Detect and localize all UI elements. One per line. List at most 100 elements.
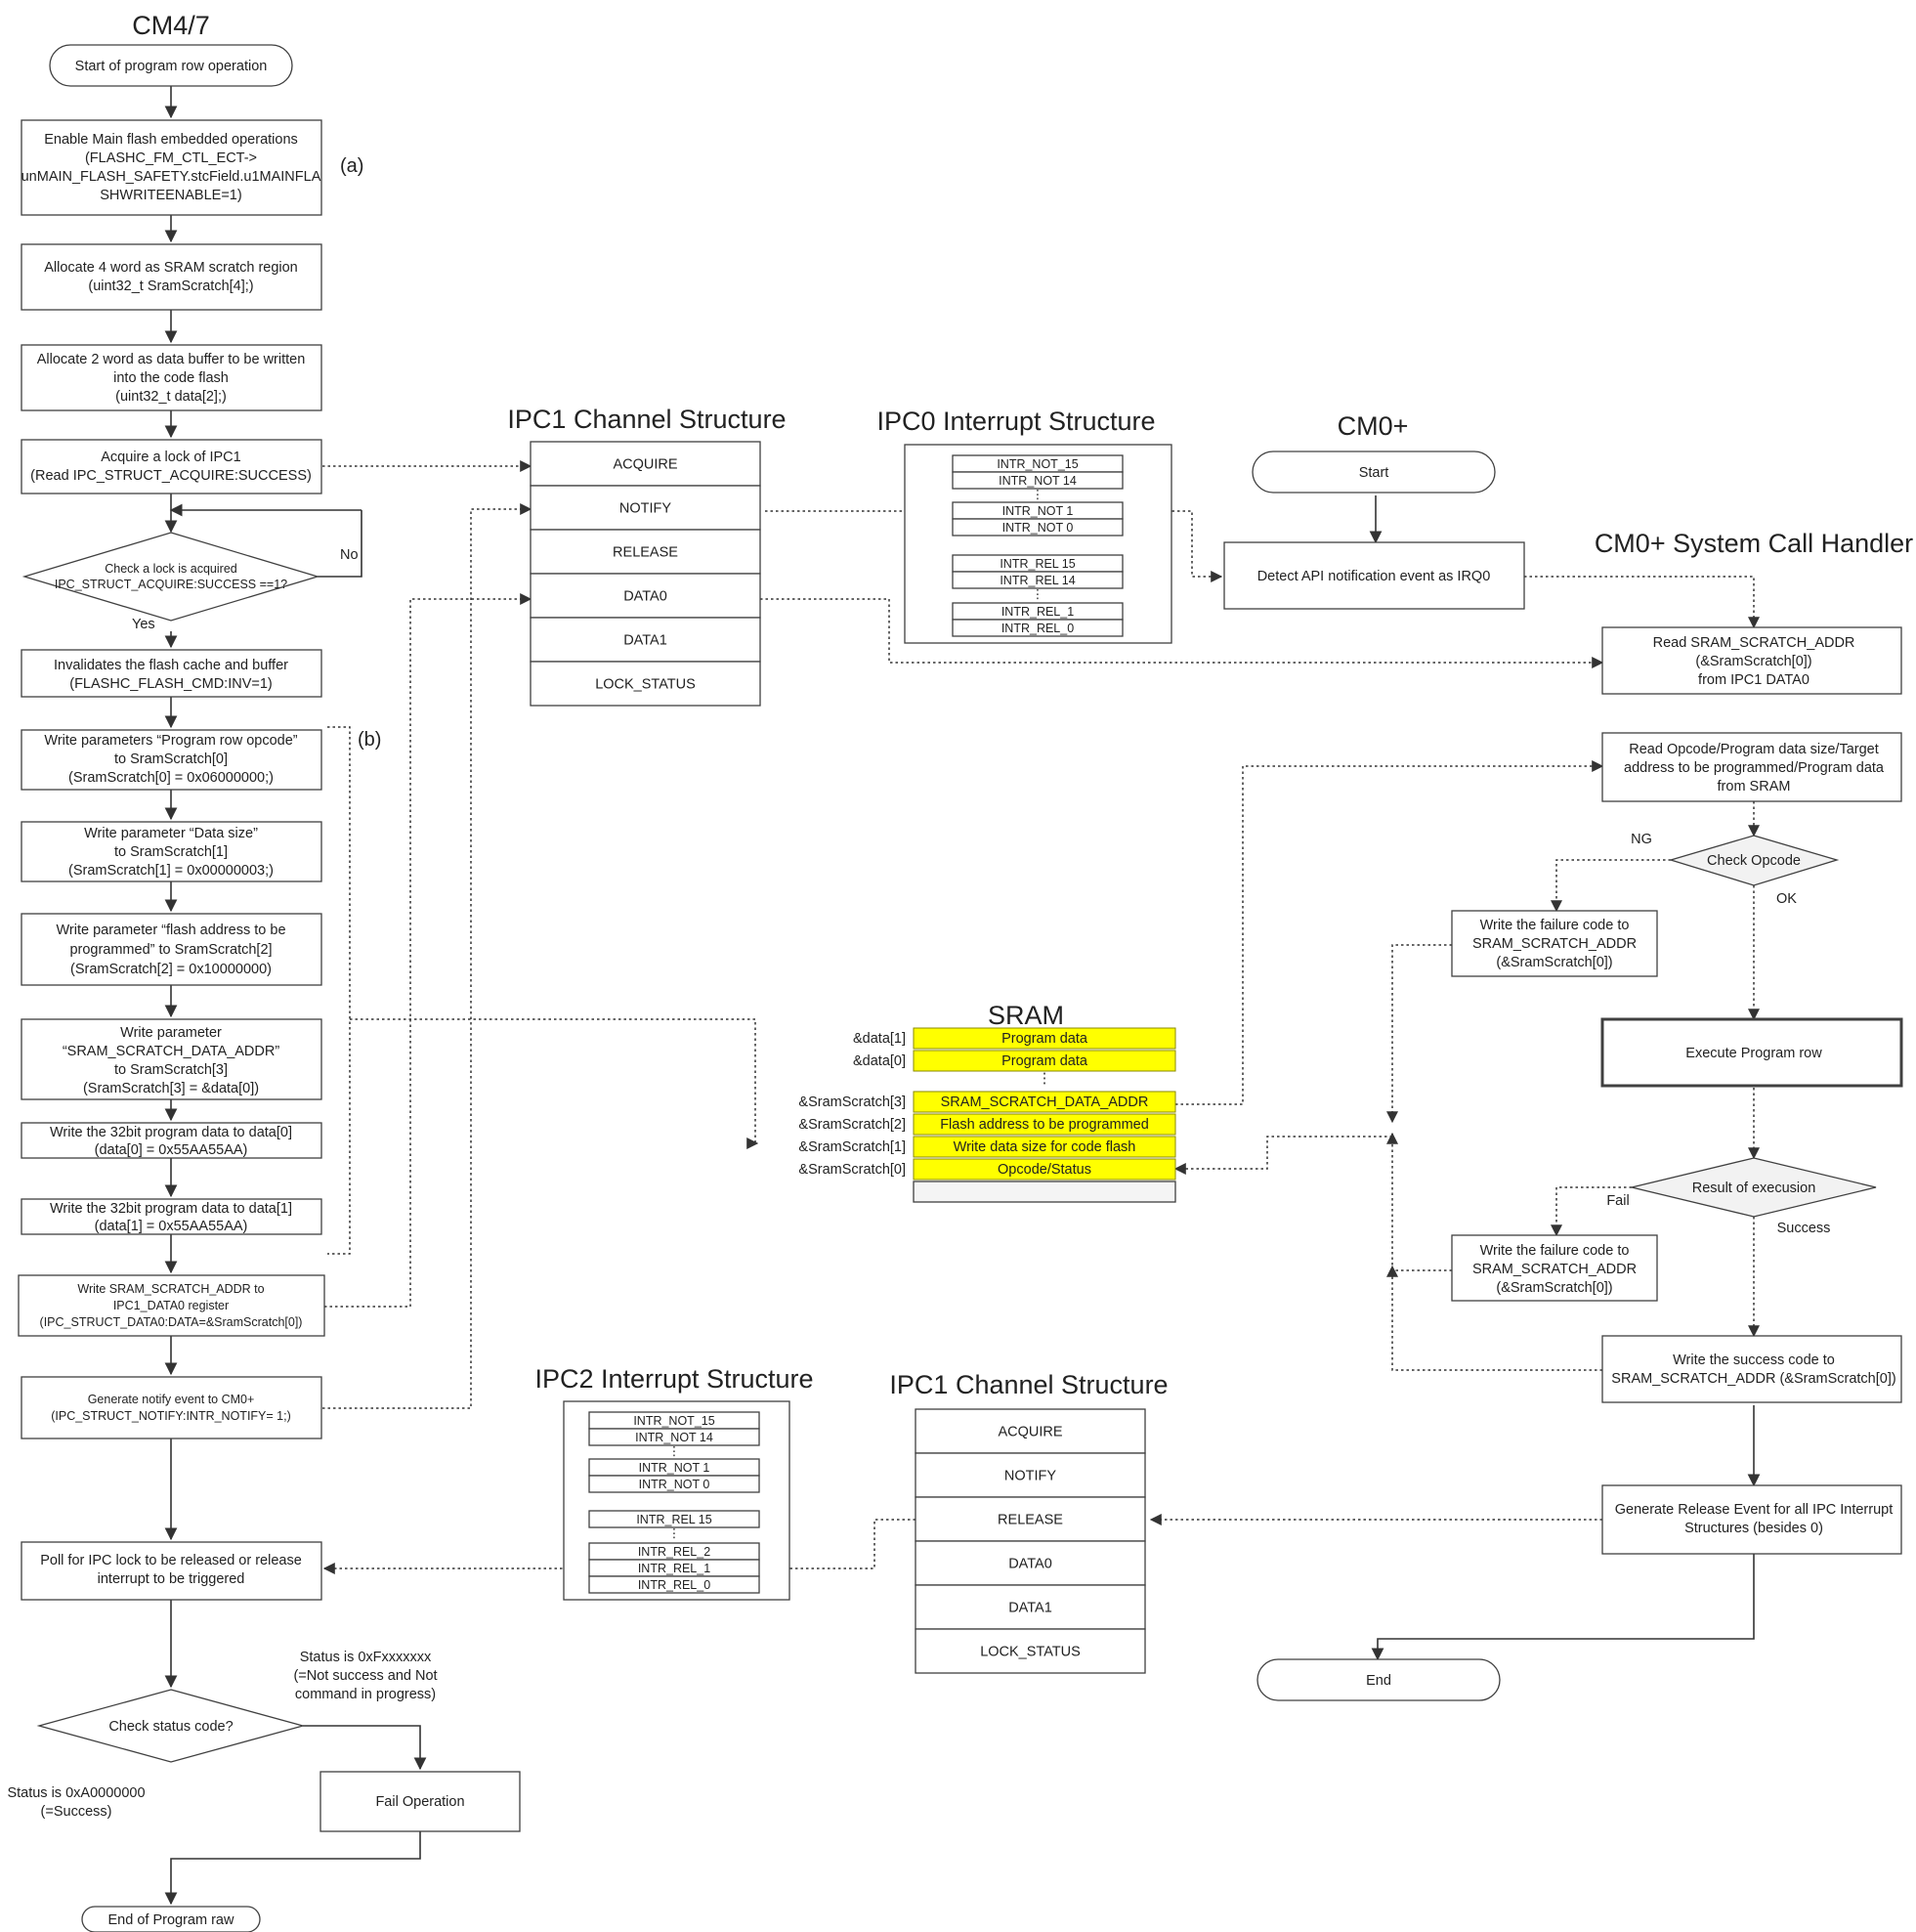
svg-text:(uint32_t SramScratch[4];): (uint32_t SramScratch[4];) xyxy=(88,279,253,294)
svg-text:SRAM_SCRATCH_ADDR: SRAM_SCRATCH_ADDR xyxy=(1472,936,1637,952)
handler-execute: Execute Program row xyxy=(1600,1017,1903,1088)
svg-text:SHWRITEENABLE=1): SHWRITEENABLE=1) xyxy=(100,188,241,203)
decision-check-opcode: Check Opcode xyxy=(1668,835,1840,886)
svg-text:INTR_NOT 14: INTR_NOT 14 xyxy=(635,1431,713,1444)
svg-text:DATA1: DATA1 xyxy=(1008,1601,1052,1616)
svg-text:INTR_REL_0: INTR_REL_0 xyxy=(638,1578,710,1592)
svg-text:Check status code?: Check status code? xyxy=(108,1719,233,1735)
svg-text:INTR_REL_1: INTR_REL_1 xyxy=(1001,605,1074,619)
svg-text:LOCK_STATUS: LOCK_STATUS xyxy=(980,1645,1081,1660)
step-notify: Generate notify event to CM0+ (IPC_STRUC… xyxy=(21,1376,322,1439)
tag-b: (b) xyxy=(358,729,381,751)
svg-text:Check Opcode: Check Opcode xyxy=(1707,853,1801,869)
svg-text:(uint32_t data[2];): (uint32_t data[2];) xyxy=(115,389,227,405)
svg-text:(=Success): (=Success) xyxy=(41,1804,112,1820)
svg-text:End of Program raw: End of Program raw xyxy=(108,1912,234,1928)
svg-text:DATA1: DATA1 xyxy=(623,633,667,649)
svg-text:(SramScratch[2] = 0x10000000): (SramScratch[2] = 0x10000000) xyxy=(70,962,272,977)
svg-text:INTR_REL 14: INTR_REL 14 xyxy=(1000,574,1075,587)
ipc1-top-release: RELEASE xyxy=(530,529,761,575)
sram-row: Opcode/Status&SramScratch[0] xyxy=(798,1158,1176,1181)
svg-text:(FLASHC_FM_CTL_ECT->: (FLASHC_FM_CTL_ECT-> xyxy=(85,150,257,166)
svg-text:address to be programmed/Progr: address to be programmed/Program data xyxy=(1624,760,1885,776)
label-ok: OK xyxy=(1776,891,1797,907)
svg-text:SRAM_SCRATCH_ADDR: SRAM_SCRATCH_ADDR xyxy=(1472,1262,1637,1277)
handler-read-addr: Read SRAM_SCRATCH_ADDR (&SramScratch[0])… xyxy=(1601,626,1902,695)
step-param0: Write parameters “Program row opcode” to… xyxy=(21,729,322,791)
cm0-detect: Detect API notification event as IRQ0 xyxy=(1223,541,1525,610)
label-success: Success xyxy=(1777,1221,1831,1236)
sram-value: Opcode/Status xyxy=(998,1162,1091,1178)
sram-address-label: &SramScratch[3] xyxy=(798,1095,906,1110)
svg-text:Status is 0xFxxxxxxx: Status is 0xFxxxxxxx xyxy=(300,1650,432,1665)
left-end: End of Program raw xyxy=(81,1906,261,1932)
svg-text:Read Opcode/Program data size: Read Opcode/Program data size/Target xyxy=(1629,742,1879,757)
svg-text:Check a lock is acquired: Check a lock is acquired xyxy=(105,562,237,576)
svg-text:to SramScratch[3]: to SramScratch[3] xyxy=(114,1062,228,1078)
step-lock: Acquire a lock of IPC1 (Read IPC_STRUCT_… xyxy=(21,439,322,494)
svg-text:⋮: ⋮ xyxy=(1032,488,1044,501)
cm0-end: End xyxy=(1256,1658,1501,1701)
step-scratch: Allocate 4 word as SRAM scratch region (… xyxy=(21,243,322,311)
cm47-title: CM4/7 xyxy=(132,11,210,40)
svg-text:Write parameter “Data size”: Write parameter “Data size” xyxy=(84,826,258,841)
ipc2-title: IPC2 Interrupt Structure xyxy=(534,1364,813,1394)
svg-text:RELEASE: RELEASE xyxy=(613,545,678,561)
ipc1-channel-bottom: ACQUIRENOTIFYRELEASEDATA0DATA1LOCK_STATU… xyxy=(915,1408,1146,1674)
svg-text:ACQUIRE: ACQUIRE xyxy=(613,457,677,473)
svg-text:unMAIN_FLASH_SAFETY.stcField.u: unMAIN_FLASH_SAFETY.stcField.u1MAINFLA xyxy=(21,169,321,185)
label-fail: Fail xyxy=(1606,1193,1629,1209)
sram-value: Program data xyxy=(1001,1053,1088,1069)
svg-text:from SRAM: from SRAM xyxy=(1718,779,1791,794)
svg-text:Write parameter “flash address: Write parameter “flash address to be xyxy=(56,923,285,938)
svg-text:INTR_NOT 14: INTR_NOT 14 xyxy=(999,474,1077,488)
svg-text:Write the 32bit program data t: Write the 32bit program data to data[1] xyxy=(50,1201,292,1217)
sram-empty-row xyxy=(913,1181,1176,1203)
svg-text:Acquire a lock of IPC1: Acquire a lock of IPC1 xyxy=(101,450,240,465)
svg-text:Write SRAM_SCRATCH_ADDR to: Write SRAM_SCRATCH_ADDR to xyxy=(77,1282,264,1296)
svg-text:Poll for IPC lock to be releas: Poll for IPC lock to be released or rele… xyxy=(40,1553,302,1568)
svg-text:(&SramScratch[0]): (&SramScratch[0]) xyxy=(1496,1280,1612,1296)
step-data1: Write the 32bit program data to data[1] … xyxy=(21,1198,322,1235)
tag-a: (a) xyxy=(340,155,363,177)
step-param2: Write parameter “flash address to be pro… xyxy=(21,913,322,986)
svg-text:Allocate 4 word as SRAM scratc: Allocate 4 word as SRAM scratch region xyxy=(44,260,298,276)
svg-text:(data[0] = 0x55AA55AA): (data[0] = 0x55AA55AA) xyxy=(95,1142,248,1158)
svg-text:INTR_NOT 0: INTR_NOT 0 xyxy=(639,1478,710,1491)
svg-text:INTR_REL 15: INTR_REL 15 xyxy=(1000,557,1075,571)
sram-row: SRAM_SCRATCH_DATA_ADDR&SramScratch[3] xyxy=(798,1091,1176,1113)
svg-text:Generate notify event to CM0+: Generate notify event to CM0+ xyxy=(88,1393,255,1406)
decision-check-status: Check status code? xyxy=(36,1689,306,1763)
svg-text:(FLASHC_FLASH_CMD:INV=1): (FLASHC_FLASH_CMD:INV=1) xyxy=(69,676,272,692)
svg-text:programmed” to SramScratch[2]: programmed” to SramScratch[2] xyxy=(69,942,272,958)
svg-text:to SramScratch[0]: to SramScratch[0] xyxy=(114,751,228,767)
sram-table: Program data&data[1]Program data&data[0]… xyxy=(798,1027,1176,1203)
svg-text:Detect API notification event: Detect API notification event as IRQ0 xyxy=(1257,569,1491,584)
svg-text:RELEASE: RELEASE xyxy=(998,1513,1063,1528)
svg-text:(SramScratch[1] = 0x00000003;): (SramScratch[1] = 0x00000003;) xyxy=(68,863,274,879)
sram-row: Write data size for code flash&SramScrat… xyxy=(798,1136,1176,1158)
svg-text:(data[1] = 0x55AA55AA): (data[1] = 0x55AA55AA) xyxy=(95,1219,248,1234)
svg-text:Fail Operation: Fail Operation xyxy=(375,1794,464,1810)
label-yes: Yes xyxy=(132,617,155,632)
sram-value: SRAM_SCRATCH_DATA_ADDR xyxy=(941,1095,1149,1110)
step-param1: Write parameter “Data size” to SramScrat… xyxy=(21,821,322,882)
svg-text:⋮: ⋮ xyxy=(668,1526,681,1540)
svg-text:INTR_NOT 1: INTR_NOT 1 xyxy=(639,1461,710,1475)
cm0-title: CM0+ xyxy=(1338,411,1409,441)
svg-text:(=Not success and Not: (=Not success and Not xyxy=(293,1668,437,1684)
ipc0-interrupt-structure: INTR_NOT_15 INTR_NOT 14 ⋮ INTR_NOT 1 INT… xyxy=(904,444,1172,644)
svg-text:(SramScratch[0] = 0x06000000;): (SramScratch[0] = 0x06000000;) xyxy=(68,770,274,786)
step-poll: Poll for IPC lock to be released or rele… xyxy=(21,1541,322,1601)
ipc1-bottom-release: RELEASE xyxy=(915,1496,1146,1542)
sram-title: SRAM xyxy=(988,1001,1064,1030)
ipc1-top-notify: NOTIFY xyxy=(530,485,761,531)
sram-value: Write data size for code flash xyxy=(954,1139,1136,1155)
svg-text:SRAM_SCRATCH_ADDR (&SramScratc: SRAM_SCRATCH_ADDR (&SramScratch[0]) xyxy=(1611,1371,1895,1387)
svg-text:Write the 32bit program data t: Write the 32bit program data to data[0] xyxy=(50,1125,292,1140)
ipc1-bottom-title: IPC1 Channel Structure xyxy=(889,1370,1168,1399)
svg-text:Execute Program row: Execute Program row xyxy=(1685,1046,1822,1061)
ipc1-top-data1: DATA1 xyxy=(530,617,761,663)
svg-text:Write the failure code to: Write the failure code to xyxy=(1480,1243,1630,1259)
ipc1-bottom-data1: DATA1 xyxy=(915,1584,1146,1630)
